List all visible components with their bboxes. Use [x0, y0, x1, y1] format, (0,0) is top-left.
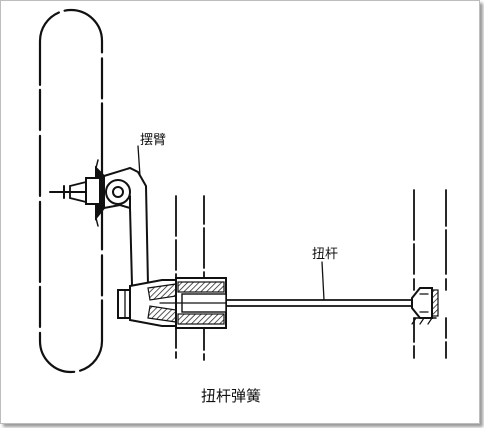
- swing-arm-leader: [137, 145, 141, 177]
- bar-fixed-end: [411, 287, 439, 325]
- wheel-hub: [49, 159, 105, 227]
- frame-rail-left: [175, 195, 205, 361]
- swing-arm: [103, 166, 149, 286]
- figure-caption: 扭杆弹簧: [201, 387, 261, 405]
- swing-arm-label: 摆臂: [140, 133, 166, 148]
- torsion-bar: [225, 299, 413, 307]
- bar-bushing: [117, 277, 227, 329]
- torsion-bar-leader: [321, 261, 325, 301]
- frame-rail-right: [413, 189, 447, 359]
- torsion-bar-label: 扭杆: [312, 247, 338, 262]
